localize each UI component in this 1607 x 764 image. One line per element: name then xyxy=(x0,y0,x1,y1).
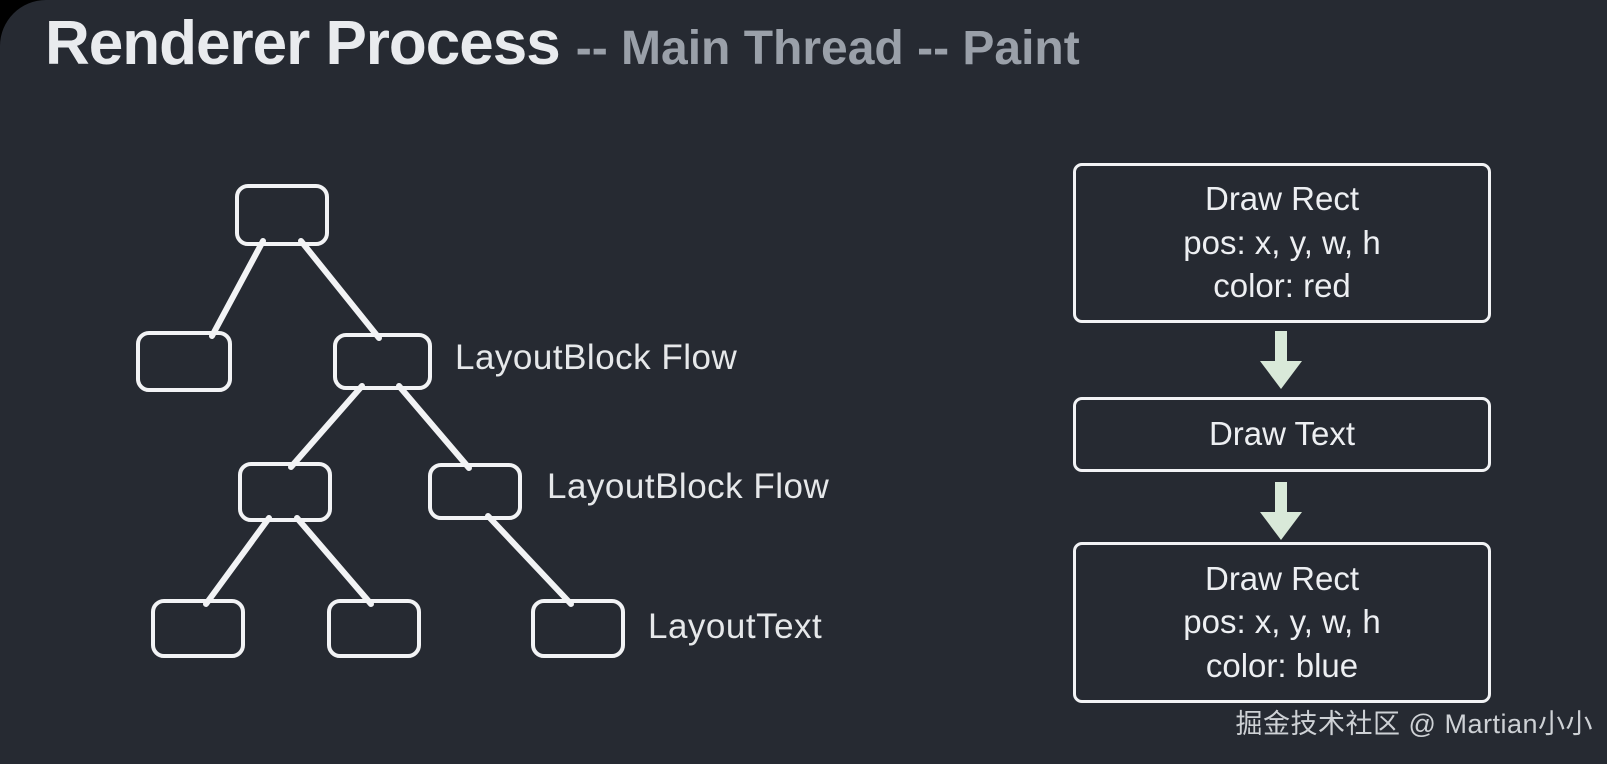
flow-step-line: color: blue xyxy=(1205,646,1359,684)
tree-edge xyxy=(288,383,365,470)
title-subtitle: -- Main Thread -- Paint xyxy=(575,22,1080,75)
flow-step-line: Draw Text xyxy=(1208,415,1356,453)
watermark: 掘金技术社区 @ Martian小小 xyxy=(1235,709,1593,739)
flow-step-line: pos: x, y, w, h xyxy=(1183,223,1381,261)
tree-node-layouttext xyxy=(531,599,625,658)
tree-node xyxy=(327,599,421,658)
flow-step-draw-rect-blue: Draw Rect pos: x, y, w, h color: blue xyxy=(1073,542,1491,703)
tree-edge xyxy=(396,383,472,471)
flow-step-line: Draw Rect xyxy=(1204,559,1360,597)
flow-step-line: Draw Rect xyxy=(1204,180,1360,218)
down-arrow-icon xyxy=(1260,482,1302,540)
tree-label-layoutblock-flow-2: LayoutBlock Flow xyxy=(547,467,830,506)
tree-node-layoutblock-flow xyxy=(333,333,432,390)
tree-node xyxy=(136,331,232,392)
layout-tree-diagram xyxy=(136,184,625,658)
flow-step-draw-text: Draw Text xyxy=(1073,397,1491,472)
tree-edge xyxy=(209,238,266,339)
flow-step-draw-rect-red: Draw Rect pos: x, y, w, h color: red xyxy=(1073,163,1491,323)
down-arrow-icon xyxy=(1260,331,1302,389)
tree-node-layoutblock-flow xyxy=(428,463,522,520)
flow-step-line: color: red xyxy=(1213,267,1351,305)
flow-step-line: pos: x, y, w, h xyxy=(1183,603,1381,641)
tree-edge xyxy=(294,515,374,607)
title-main: Renderer Process xyxy=(45,9,561,78)
tree-node xyxy=(238,462,332,522)
tree-node-root xyxy=(235,184,329,246)
tree-edge xyxy=(485,513,574,607)
tree-node xyxy=(151,599,245,658)
tree-edge xyxy=(298,238,382,341)
tree-label-layoutblock-flow-1: LayoutBlock Flow xyxy=(455,338,738,377)
tree-edge xyxy=(203,515,272,607)
tree-label-layouttext: LayoutText xyxy=(648,607,823,646)
page-title: Renderer Process -- Main Thread -- Paint xyxy=(45,8,1080,79)
